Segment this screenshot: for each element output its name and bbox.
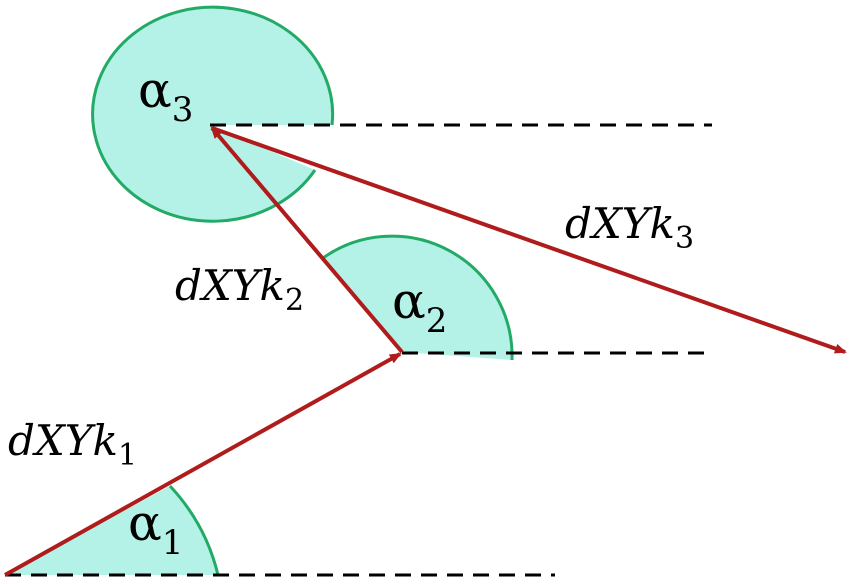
angle-label-1: α1 [128, 494, 183, 563]
angle-sector-3-arc [91, 5, 335, 223]
angle-label-2: α2 [392, 272, 447, 341]
vector-label-1: dXYk1 [8, 416, 137, 473]
angle-label-3: α3 [138, 61, 193, 130]
vector-label-2: dXYk2 [175, 261, 304, 318]
vector-arrow-2 [210, 126, 404, 354]
angle-sector-2-arc [322, 234, 514, 361]
angle-sector-3 [92, 7, 333, 222]
angle-sector-1-arc [168, 484, 220, 576]
angle-sector-2 [323, 236, 513, 360]
vector-arrow-1 [4, 352, 402, 577]
angle-sector-1 [5, 486, 218, 575]
vector-label-3: dXYk3 [565, 199, 694, 256]
vector-arrow-3 [211, 126, 847, 354]
